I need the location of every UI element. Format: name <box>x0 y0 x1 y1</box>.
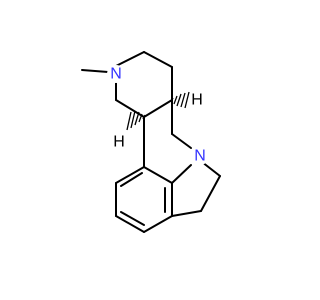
bond-methyl <box>81 69 109 73</box>
atom-n-methyl: N <box>107 65 125 83</box>
bond-ar4-ar4-inner <box>120 172 143 187</box>
hashed-wedge-lower <box>126 110 146 131</box>
atom-label-h-lower: H <box>113 134 125 151</box>
atom-n-indoline: N <box>191 147 209 165</box>
atom-label-n-indoline: N <box>194 148 206 165</box>
atom-label-h-upper: H <box>191 92 203 109</box>
bond-ch2-n2 <box>171 133 192 149</box>
bond-n-c1 <box>115 51 145 67</box>
bond-ch2a-ch2b <box>200 175 221 212</box>
bond-c3-c4 <box>143 99 173 118</box>
bond-ar5-ar6-inner <box>120 211 145 226</box>
bond-n2-ar1 <box>171 164 192 184</box>
hashed-wedge-upper <box>170 91 190 109</box>
atom-label-n-methyl: N <box>110 66 122 83</box>
bond-ar6-ar3 <box>143 215 173 233</box>
molecule-diagram: N N H H <box>81 51 221 233</box>
bond-ch2b-ar3 <box>171 210 202 217</box>
bond-c4-c5 <box>115 99 145 118</box>
bond-ar5-ar6 <box>115 215 145 233</box>
bond-n2-ch2a <box>201 161 221 177</box>
bond-c1-c2 <box>143 51 173 68</box>
bond-ar1-ar2 <box>143 166 173 184</box>
bond-ar2-ar4 <box>115 166 145 184</box>
